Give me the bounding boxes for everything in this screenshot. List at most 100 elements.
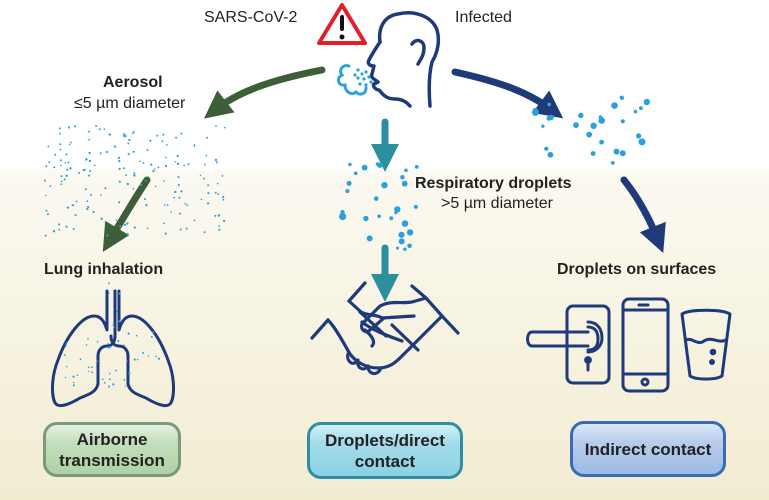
- particle: [216, 182, 219, 185]
- particle: [215, 161, 218, 164]
- particle: [115, 369, 118, 372]
- particle: [88, 138, 91, 141]
- particle: [398, 231, 405, 238]
- particle: [400, 175, 405, 180]
- particle: [222, 196, 225, 199]
- particle: [123, 167, 126, 170]
- particle: [544, 146, 549, 151]
- surface-droplet-particles: [531, 95, 650, 165]
- particle: [578, 112, 584, 119]
- particle: [87, 366, 90, 369]
- particle: [123, 133, 126, 136]
- particle: [143, 198, 146, 201]
- particle: [96, 360, 99, 363]
- particle: [71, 204, 74, 207]
- particle: [106, 150, 109, 154]
- direct-line-2: contact: [354, 451, 416, 471]
- particle: [108, 372, 111, 375]
- particle: [72, 228, 75, 231]
- particle: [406, 229, 414, 236]
- particle: [643, 98, 650, 106]
- particle: [59, 143, 62, 146]
- particle: [218, 228, 221, 231]
- particle: [179, 212, 182, 215]
- particle: [88, 370, 90, 373]
- particle: [58, 127, 61, 130]
- particle: [60, 180, 63, 183]
- particle: [99, 152, 102, 155]
- particle: [128, 138, 131, 142]
- particle: [222, 198, 225, 201]
- particle: [63, 354, 66, 356]
- particle: [96, 341, 99, 343]
- particle: [82, 169, 85, 172]
- particle: [118, 159, 121, 163]
- particle: [149, 139, 152, 142]
- particle: [118, 201, 121, 204]
- particle: [47, 145, 50, 148]
- particle: [165, 144, 168, 146]
- particle: [183, 164, 186, 167]
- particle: [88, 151, 91, 155]
- particle: [72, 384, 75, 387]
- indirect-line-1: Indirect contact: [584, 439, 712, 459]
- particle: [107, 343, 109, 345]
- person-head-icon: [366, 11, 441, 108]
- particle: [101, 378, 104, 381]
- particle: [161, 140, 164, 143]
- particle: [348, 162, 352, 167]
- particle: [223, 126, 226, 129]
- particle: [180, 132, 183, 135]
- particle: [59, 159, 62, 162]
- particle: [598, 115, 603, 119]
- particle: [157, 357, 160, 360]
- lung-inhalation-label: Lung inhalation: [44, 261, 164, 278]
- particle: [84, 188, 87, 191]
- aerosol-subtitle: ≤5 µm diameter: [74, 95, 186, 112]
- particle: [205, 154, 208, 157]
- particle: [108, 292, 110, 294]
- particle: [126, 233, 129, 236]
- particle: [156, 340, 159, 342]
- particle: [106, 234, 109, 237]
- cup-icon: [680, 308, 732, 381]
- particle: [87, 338, 89, 340]
- particle: [176, 154, 179, 158]
- particle: [68, 126, 71, 129]
- particle: [401, 180, 408, 187]
- particle: [66, 206, 69, 209]
- particle: [123, 223, 126, 226]
- particle: [72, 375, 75, 378]
- particle: [185, 227, 188, 230]
- particle: [119, 225, 122, 228]
- particle: [88, 130, 90, 133]
- particle: [404, 168, 408, 173]
- particle: [375, 162, 380, 166]
- particle: [142, 162, 145, 164]
- particle: [548, 114, 554, 121]
- particle: [65, 174, 68, 177]
- particle: [187, 163, 190, 166]
- particle: [420, 180, 425, 184]
- particle: [639, 106, 643, 110]
- particle: [125, 385, 127, 387]
- particle: [123, 378, 126, 381]
- particle: [142, 351, 145, 354]
- particle: [68, 143, 71, 146]
- arrow-surface-down: [620, 176, 666, 253]
- particle: [108, 282, 110, 285]
- particle: [63, 178, 66, 181]
- particle: [103, 128, 106, 130]
- particle: [116, 316, 119, 319]
- particle: [164, 232, 167, 235]
- particle: [214, 158, 218, 162]
- particle: [146, 149, 149, 152]
- particle: [93, 164, 96, 167]
- particle: [85, 158, 88, 161]
- particle: [186, 204, 189, 207]
- particle: [389, 216, 394, 221]
- particle: [133, 226, 136, 229]
- particle: [590, 151, 596, 156]
- particle: [354, 171, 358, 176]
- particle: [104, 187, 107, 190]
